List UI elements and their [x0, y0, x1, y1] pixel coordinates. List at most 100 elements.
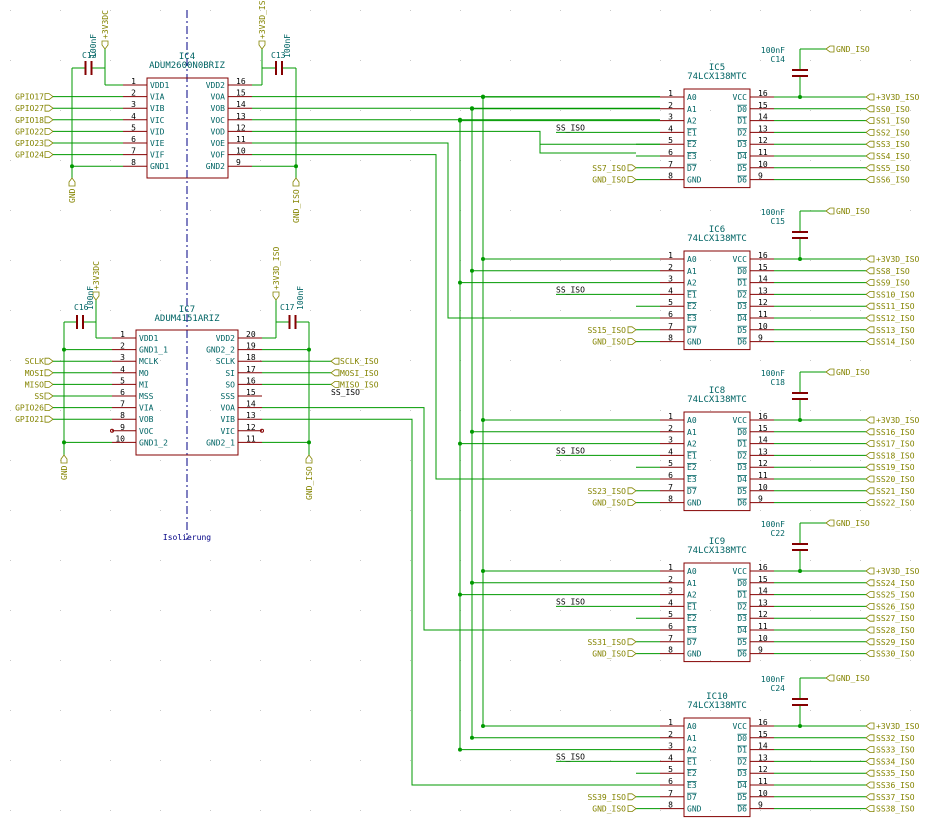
net-label: GPIO18 [15, 116, 44, 125]
grid-dot [810, 710, 811, 711]
grid-dot [710, 260, 711, 261]
grid-dot [60, 310, 61, 311]
grid-dot [10, 660, 11, 661]
grid-dot [560, 160, 561, 161]
pin-number: 2 [668, 101, 673, 110]
grid-dot [160, 410, 161, 411]
grid-dot [910, 310, 911, 311]
grid-dot [360, 710, 361, 711]
grid-dot [60, 60, 61, 61]
grid-dot [110, 410, 111, 411]
grid-dot [410, 660, 411, 661]
grid-dot [510, 210, 511, 211]
grid-dot [260, 360, 261, 361]
net-label-flag [627, 793, 637, 801]
net-label-flag [44, 415, 54, 423]
grid-dot [410, 10, 411, 11]
net-label-flag [865, 734, 875, 742]
pin-number: 13 [758, 286, 768, 295]
net-label-flag [292, 177, 300, 187]
pin-number: 2 [668, 263, 673, 272]
grid-dot [10, 310, 11, 311]
grid-dot [510, 610, 511, 611]
net-name: SS_ISO [556, 446, 585, 455]
pin-number: 1 [668, 412, 673, 421]
pin-name: E1 [687, 757, 697, 766]
net-label: SS13_ISO [876, 326, 915, 335]
net-label-flag [865, 451, 875, 459]
grid-dot [760, 810, 761, 811]
grid-dot [760, 660, 761, 661]
pin-name: A2 [687, 746, 697, 755]
pin-name: D4 [737, 314, 747, 323]
grid-dot [410, 310, 411, 311]
grid-dot [410, 510, 411, 511]
pin-number: 12 [758, 459, 768, 468]
isolation-label: Isolierung [163, 533, 211, 542]
pin-name: MSS [139, 392, 154, 401]
pin-number: 12 [758, 298, 768, 307]
pin-number: 2 [120, 342, 125, 351]
decoder-body-ic5 [683, 88, 751, 189]
pin-number: 8 [668, 334, 673, 343]
grid-dot [310, 760, 311, 761]
pin-number: 1 [120, 330, 125, 339]
net-label-flag [44, 104, 54, 112]
pin-number: 15 [246, 388, 256, 397]
grid-dot [760, 560, 761, 561]
grid-dot [360, 110, 361, 111]
grid-dot [710, 110, 711, 111]
grid-dot [10, 160, 11, 161]
cap-value: 100nF [89, 34, 98, 58]
net-label-flag [44, 151, 54, 159]
grid-dot [410, 160, 411, 161]
grid-dot [10, 710, 11, 711]
grid-dot [860, 260, 861, 261]
pin-number: 11 [236, 135, 246, 144]
grid-dot [560, 360, 561, 361]
pin-name: D1 [737, 279, 747, 288]
ic7-value: ADUM4151ARIZ [154, 314, 220, 324]
net-label-flag [68, 177, 76, 187]
net-label: +3V3DC [92, 261, 101, 290]
grid-dot [860, 760, 861, 761]
net-label: GND [60, 465, 69, 480]
pin-name: E3 [687, 626, 697, 635]
pin-number: 7 [668, 322, 673, 331]
net-label: GPIO23 [15, 139, 44, 148]
cap-value: 100nF [761, 520, 785, 529]
grid-dot [860, 560, 861, 561]
pin-name: A1 [687, 267, 697, 276]
net-label-flag [865, 567, 875, 575]
pin-name: GND1_1 [139, 346, 168, 355]
net-label: SS10_ISO [876, 290, 915, 299]
pin-name: VIE [150, 139, 165, 148]
pin-number: 20 [246, 330, 256, 339]
grid-dot [710, 310, 711, 311]
pin-number: 16 [758, 718, 768, 727]
grid-dot [60, 160, 61, 161]
pin-name: D5 [737, 326, 747, 335]
pin-name: E1 [687, 128, 697, 137]
pin-number: 6 [668, 777, 673, 786]
grid-dot [10, 560, 11, 561]
net-label-flag [865, 614, 875, 622]
grid-dot [310, 60, 311, 61]
decoder-body-ic8 [683, 411, 751, 512]
pin-name: VOA [211, 93, 226, 102]
decoder-value: 74LCX138MTC [687, 546, 747, 556]
grid-dot [810, 660, 811, 661]
pin-number: 2 [668, 575, 673, 584]
grid-dot [710, 460, 711, 461]
grid-dot [360, 560, 361, 561]
cap-ref: C17 [280, 303, 295, 312]
grid-dot [510, 560, 511, 561]
grid-dot [810, 10, 811, 11]
grid-dot [360, 160, 361, 161]
pin-number: 4 [668, 286, 673, 295]
net-label: SS16_ISO [876, 428, 915, 437]
grid-dot [210, 760, 211, 761]
grid-dot [260, 110, 261, 111]
pin-number: 11 [758, 148, 768, 157]
pin-name: D5 [737, 793, 747, 802]
